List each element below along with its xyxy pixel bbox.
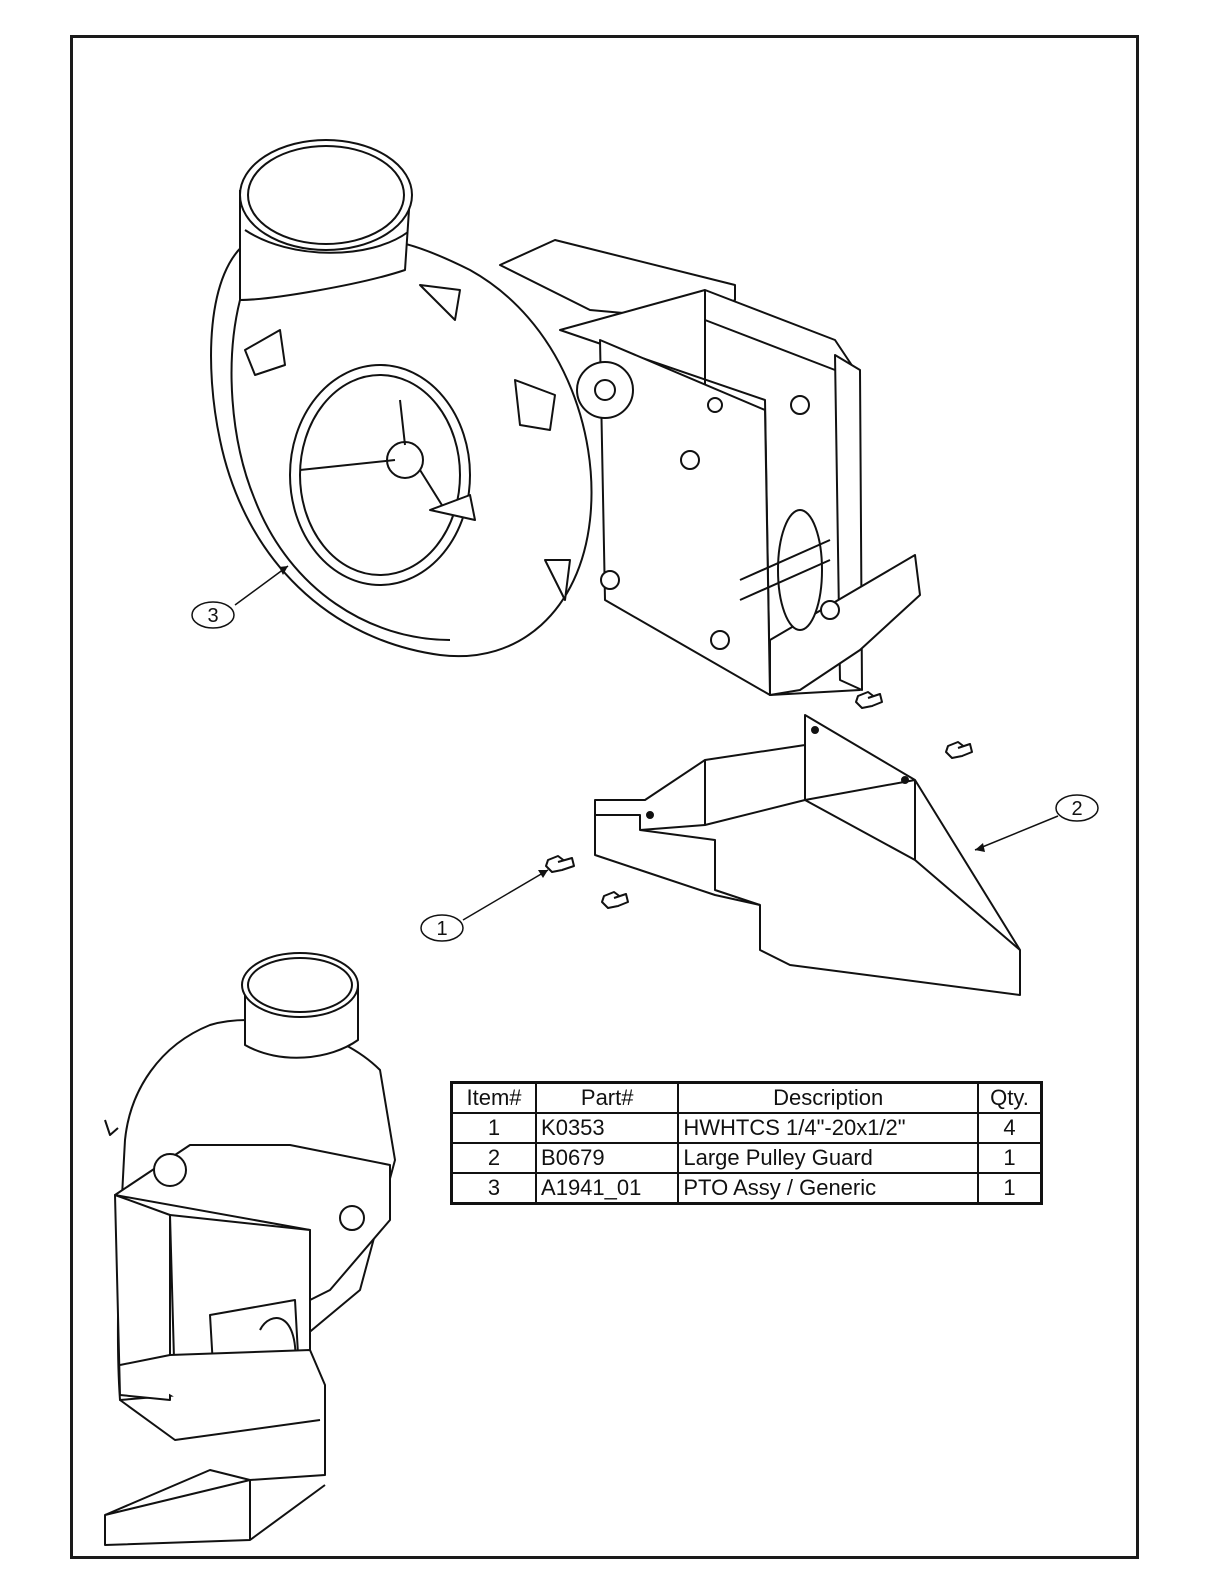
item-cell: 1	[452, 1113, 537, 1143]
leader-line-3	[235, 566, 288, 605]
table-row: 3 A1941_01 PTO Assy / Generic 1	[452, 1173, 1042, 1204]
table-row: 1 K0353 HWHTCS 1/4"-20x1/2" 4	[452, 1113, 1042, 1143]
hex-bolt	[602, 892, 628, 908]
table-header-row: Item# Part# Description Qty.	[452, 1083, 1042, 1114]
qty-cell: 1	[978, 1143, 1042, 1173]
table-row: 2 B0679 Large Pulley Guard 1	[452, 1143, 1042, 1173]
inset-outlet	[242, 953, 358, 1017]
qty-cell: 4	[978, 1113, 1042, 1143]
callout-3-label: 3	[207, 605, 218, 627]
item-cell: 2	[452, 1143, 537, 1173]
description-cell: HWHTCS 1/4"-20x1/2"	[678, 1113, 978, 1143]
qty-cell: 1	[978, 1173, 1042, 1204]
discharge-outlet	[240, 140, 412, 250]
callout-2-label: 2	[1071, 798, 1082, 820]
blower-inlet	[290, 365, 470, 585]
callout-2: 2	[1056, 795, 1098, 821]
callout-1-label: 1	[436, 918, 447, 940]
hex-bolt	[946, 742, 972, 758]
header-item: Item#	[452, 1083, 537, 1114]
blower-assembly	[211, 140, 920, 695]
header-qty: Qty.	[978, 1083, 1042, 1114]
part-cell: A1941_01	[536, 1173, 678, 1204]
leader-line-2	[975, 816, 1058, 850]
part-cell: B0679	[536, 1143, 678, 1173]
inset-assembled-view	[105, 953, 395, 1545]
leader-line-1	[463, 870, 548, 920]
pulley	[778, 510, 822, 630]
header-part: Part#	[536, 1083, 678, 1114]
callout-1: 1	[421, 915, 463, 941]
item-cell: 3	[452, 1173, 537, 1204]
header-description: Description	[678, 1083, 978, 1114]
parts-list-table: Item# Part# Description Qty. 1 K0353 HWH…	[450, 1081, 1043, 1205]
hex-bolt	[546, 856, 574, 872]
description-cell: PTO Assy / Generic	[678, 1173, 978, 1204]
shaft-flange	[577, 362, 633, 418]
hex-bolt	[856, 692, 882, 708]
callout-3: 3	[192, 602, 234, 628]
part-cell: K0353	[536, 1113, 678, 1143]
description-cell: Large Pulley Guard	[678, 1143, 978, 1173]
